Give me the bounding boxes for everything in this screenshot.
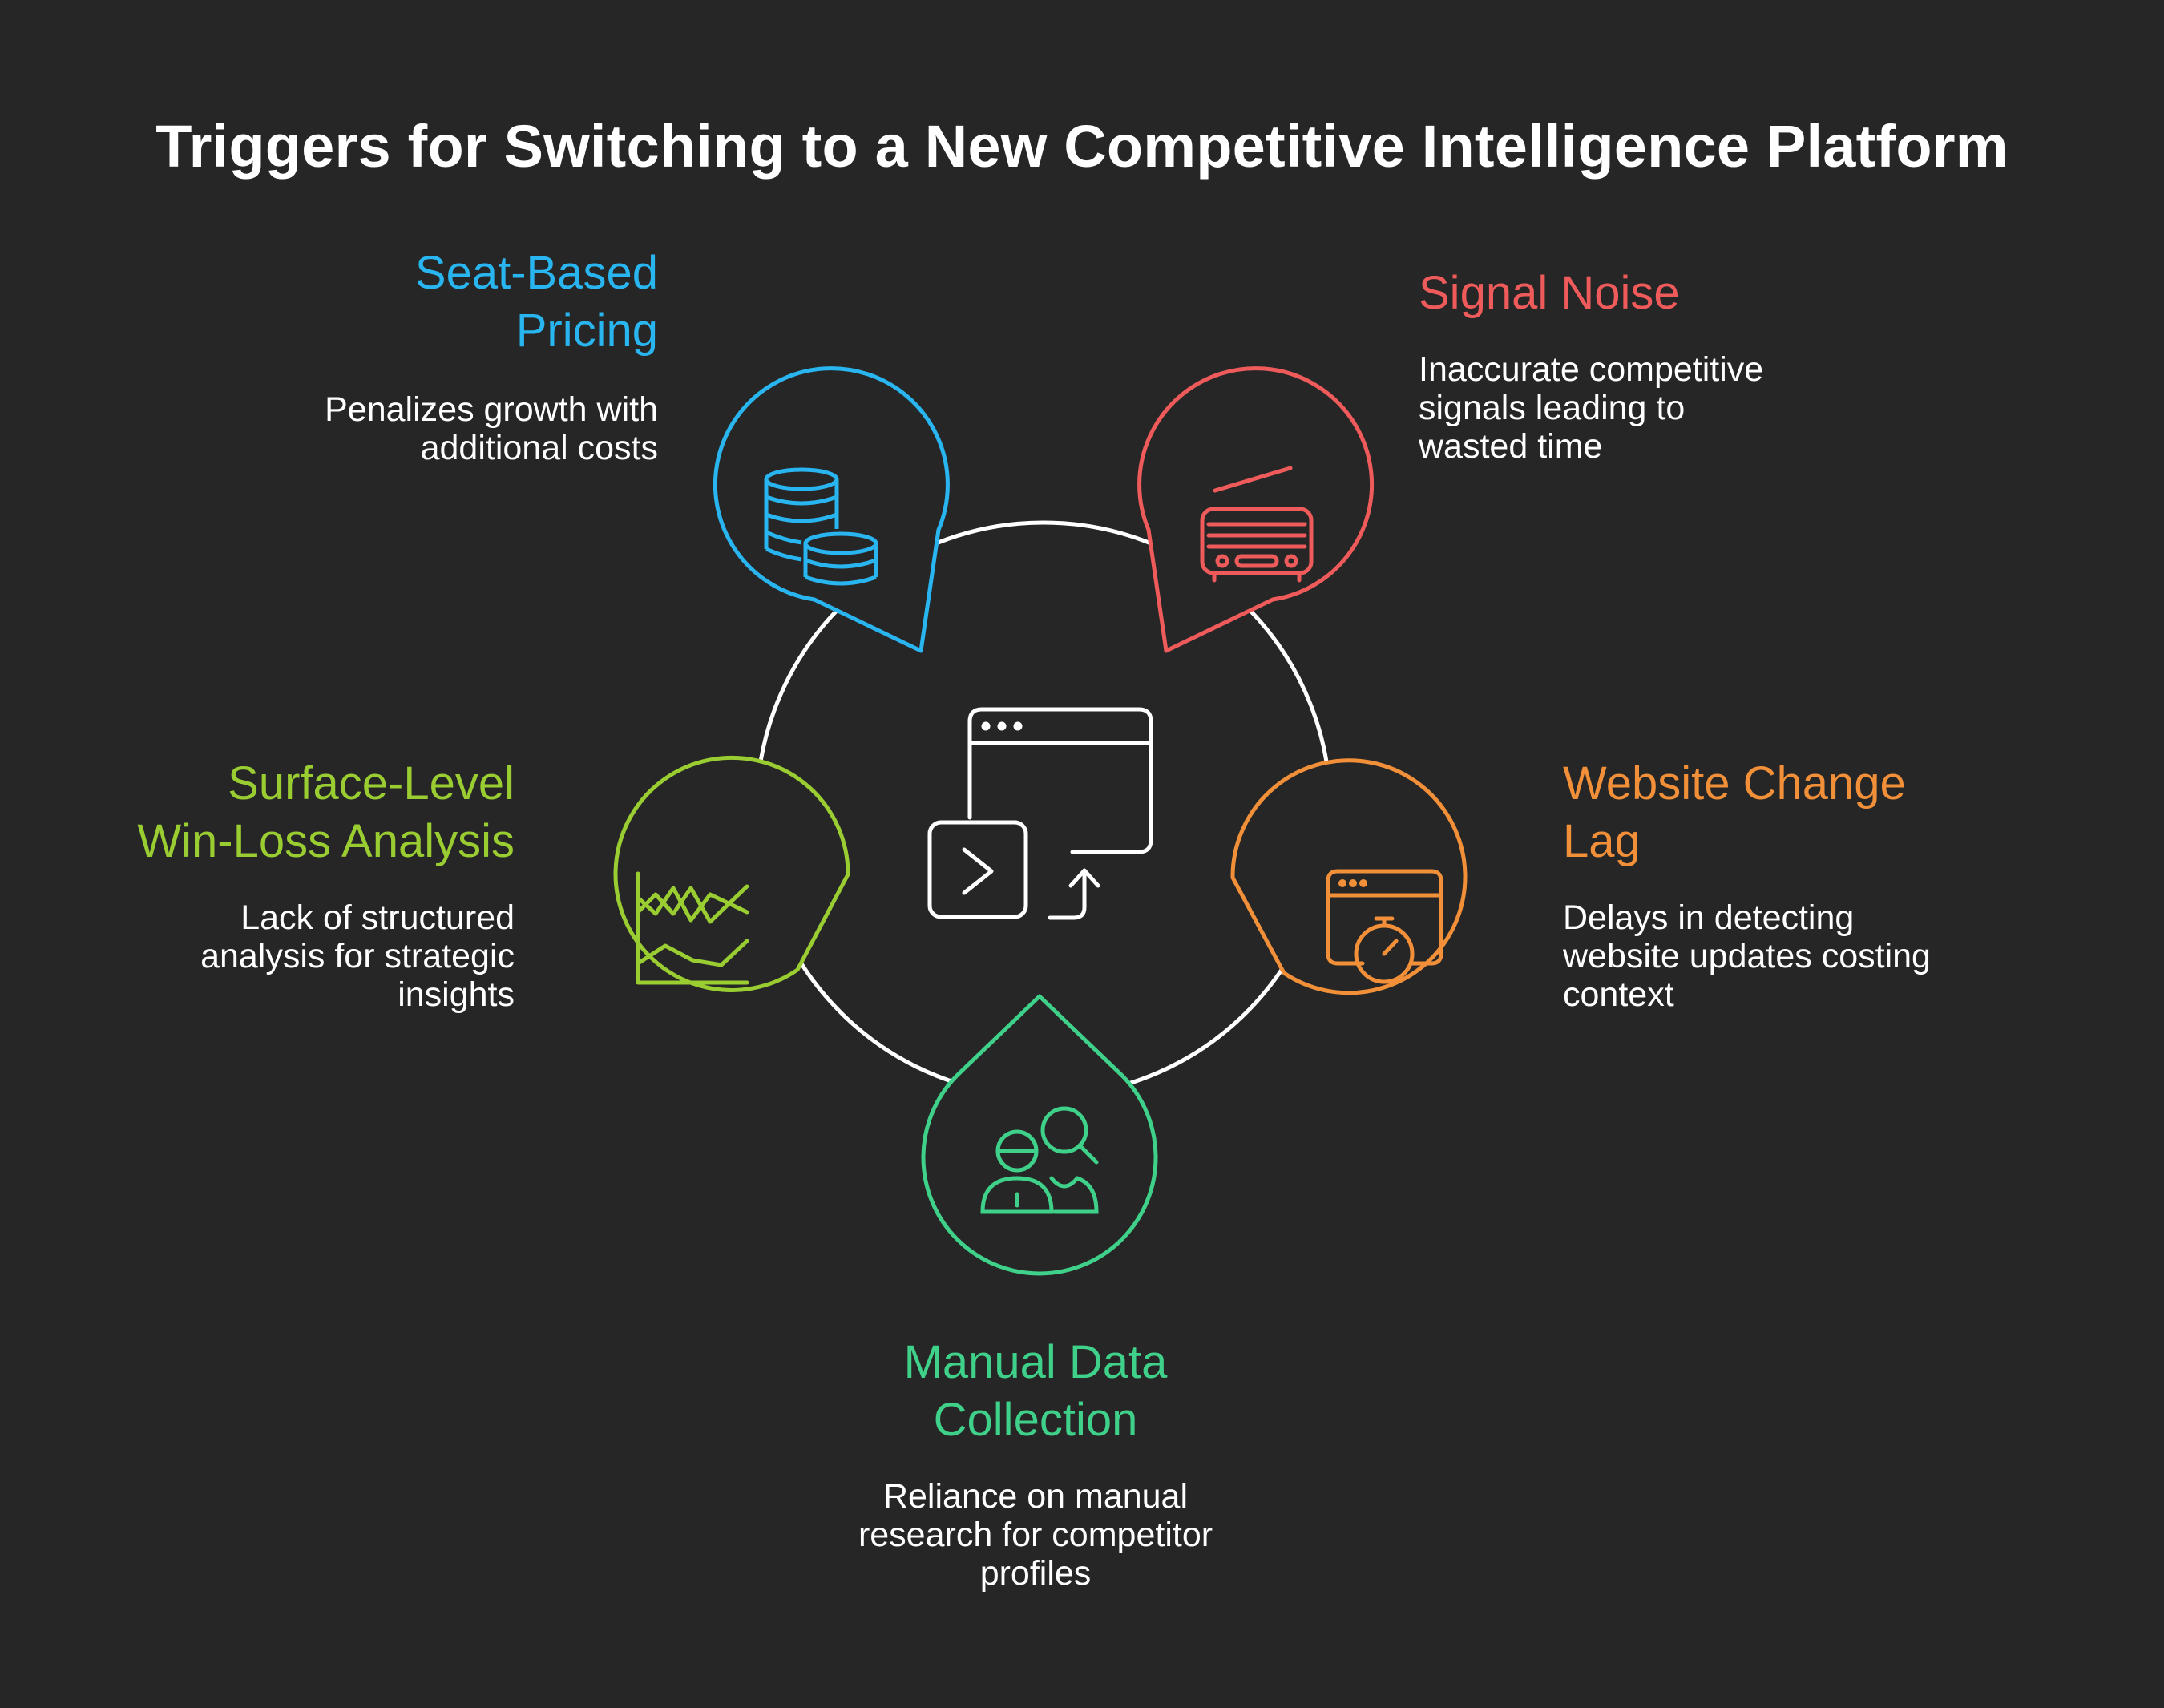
website-lag-heading: Website Change Lag: [1563, 757, 1906, 867]
win-loss-pin: [613, 755, 850, 992]
win-loss-heading: Surface-Level Win-Loss Analysis: [137, 757, 515, 867]
win-loss-description: Lack of structured analysis for strategi…: [200, 898, 515, 1014]
manual-collection-description: Reliance on manual research for competit…: [858, 1477, 1213, 1593]
website-lag-description: Delays in detecting website updates cost…: [1563, 898, 1931, 1014]
line-chart-icon: [636, 871, 749, 985]
seat-pricing-pin: [713, 366, 950, 653]
signal-noise-description: Inaccurate competitive signals leading t…: [1419, 350, 1764, 466]
browser-terminal-icon: [927, 707, 1153, 920]
signal-noise-heading: Signal Noise: [1419, 267, 1680, 319]
browser-stopwatch-icon: [1326, 869, 1443, 984]
seat-pricing-heading: Seat-Based Pricing: [414, 247, 658, 357]
people-search-icon: [980, 1106, 1099, 1214]
seat-pricing-description: Penalizes growth with additional costs: [325, 390, 658, 467]
page-title: Triggers for Switching to a New Competit…: [155, 113, 2009, 180]
coins-stack-icon: [764, 467, 878, 586]
radio-icon: [1200, 466, 1314, 583]
signal-noise-pin: [1137, 366, 1375, 653]
website-lag-pin: [1230, 758, 1468, 995]
manual-collection-heading: Manual Data Collection: [903, 1336, 1168, 1446]
manual-collection-pin: [921, 994, 1158, 1276]
